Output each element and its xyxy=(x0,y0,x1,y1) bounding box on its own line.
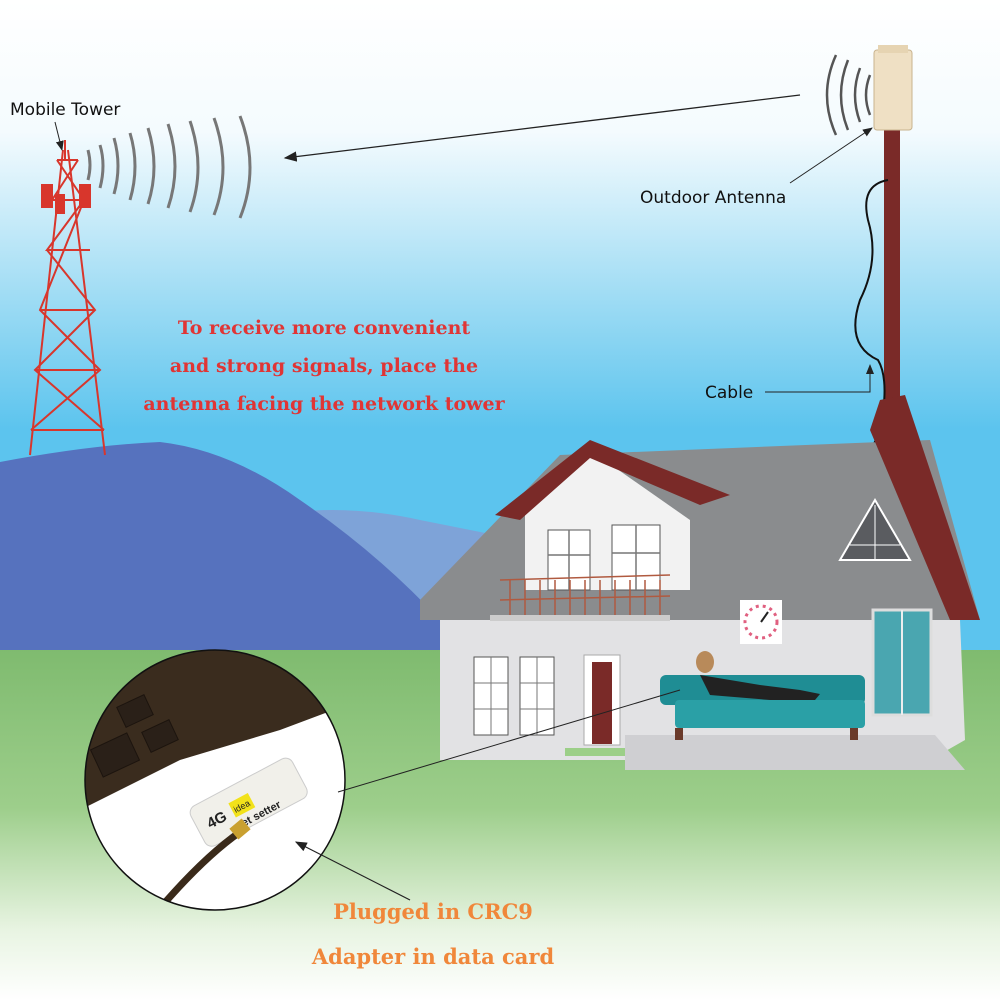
cable-label: Cable xyxy=(705,383,753,403)
callout-line-1: Plugged in CRC9 xyxy=(333,899,533,924)
antenna-signal-waves-icon xyxy=(825,54,872,136)
mobile-tower xyxy=(29,140,106,456)
outdoor-antenna-pointer xyxy=(789,127,873,184)
antenna-pole xyxy=(884,120,900,410)
data-card-zoom-view: 4G idea net setter xyxy=(84,649,346,911)
tower-signal-waves-icon xyxy=(86,115,252,219)
person-on-sofa xyxy=(696,651,714,673)
data-card-pointer xyxy=(294,841,411,901)
instruction-line-1: To receive more convenient xyxy=(178,317,471,339)
callout-line-2: Adapter in data card xyxy=(311,944,555,969)
cable-pointer xyxy=(765,364,874,393)
instruction-line-2: and strong signals, place the xyxy=(170,355,478,377)
mobile-tower-pointer xyxy=(54,121,64,151)
house xyxy=(420,395,980,770)
mountain xyxy=(0,442,470,660)
outdoor-antenna-label: Outdoor Antenna xyxy=(640,188,786,208)
instruction-line-3: antenna facing the network tower xyxy=(143,393,505,415)
laptop-keyboard xyxy=(85,650,345,810)
crc9-connector xyxy=(229,818,251,840)
mobile-tower-label: Mobile Tower xyxy=(10,100,120,120)
outdoor-antenna xyxy=(873,45,913,131)
signal-direction-arrow xyxy=(283,94,801,162)
zoom-leader-line xyxy=(337,689,681,793)
